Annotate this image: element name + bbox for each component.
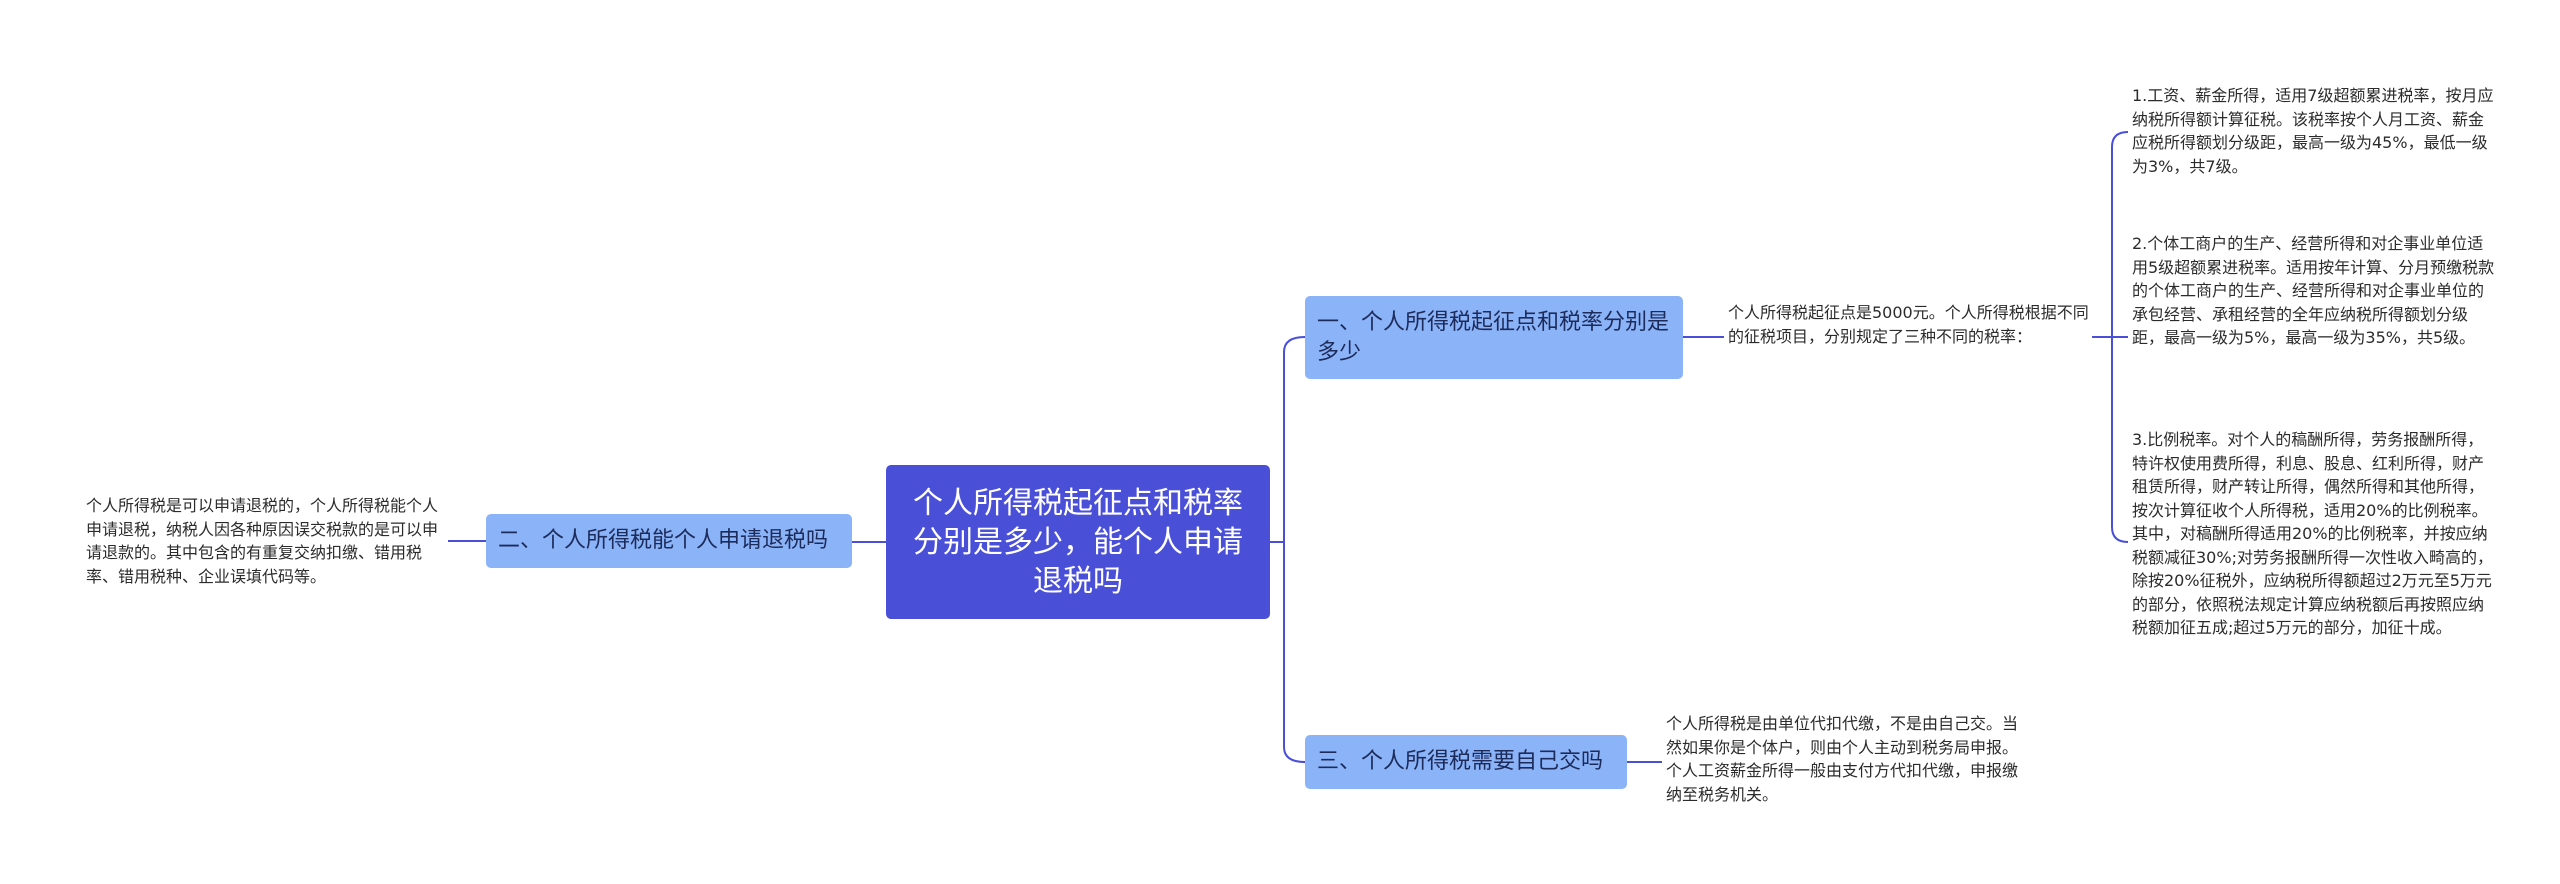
leaf-self-payment-detail: 个人所得税是由单位代扣代缴，不是由自己交。当然如果你是个体户，则由个人主动到税务…	[1666, 714, 2019, 804]
leaf-threshold-detail: 个人所得税起征点是5000元。个人所得税根据不同的征税项目，分别规定了三种不同的…	[1728, 303, 2089, 346]
leaf-refund-detail: 个人所得税是可以申请退税的，个人所得税能个人申请退税，纳税人因各种原因误交税款的…	[86, 496, 439, 586]
leaf-rate-proportional: 3.比例税率。对个人的稿酬所得，劳务报酬所得，特许权使用费所得，利息、股息、红利…	[2132, 430, 2493, 637]
root-topic-label: 个人所得税起征点和税率分别是多少，能个人申请退税吗	[913, 485, 1243, 599]
branch-self-payment[interactable]: 三、个人所得税需要自己交吗	[1305, 735, 1627, 789]
connector-to-item3	[2111, 337, 2129, 543]
branch-label: 一、个人所得税起征点和税率分别是多少	[1317, 309, 1670, 365]
branch-label: 二、个人所得税能个人申请退税吗	[498, 528, 829, 553]
leaf-rate-business: 2.个体工商户的生产、经营所得和对企事业单位适用5级超额累进税率。适用按年计算、…	[2132, 234, 2495, 347]
branch-label: 三、个人所得税需要自己交吗	[1317, 749, 1604, 774]
branch-tax-refund[interactable]: 二、个人所得税能个人申请退税吗	[486, 514, 852, 568]
connector-root-branch1	[1283, 336, 1306, 542]
connector-root-branch3	[1283, 542, 1306, 763]
root-topic[interactable]: 个人所得税起征点和税率分别是多少，能个人申请退税吗	[886, 465, 1270, 619]
branch-tax-threshold-and-rates[interactable]: 一、个人所得税起征点和税率分别是多少	[1305, 296, 1683, 379]
leaf-rate-wages: 1.工资、薪金所得，适用7级超额累进税率，按月应纳税所得额计算征税。该税率按个人…	[2132, 86, 2494, 176]
connector-to-item1	[2111, 131, 2129, 337]
